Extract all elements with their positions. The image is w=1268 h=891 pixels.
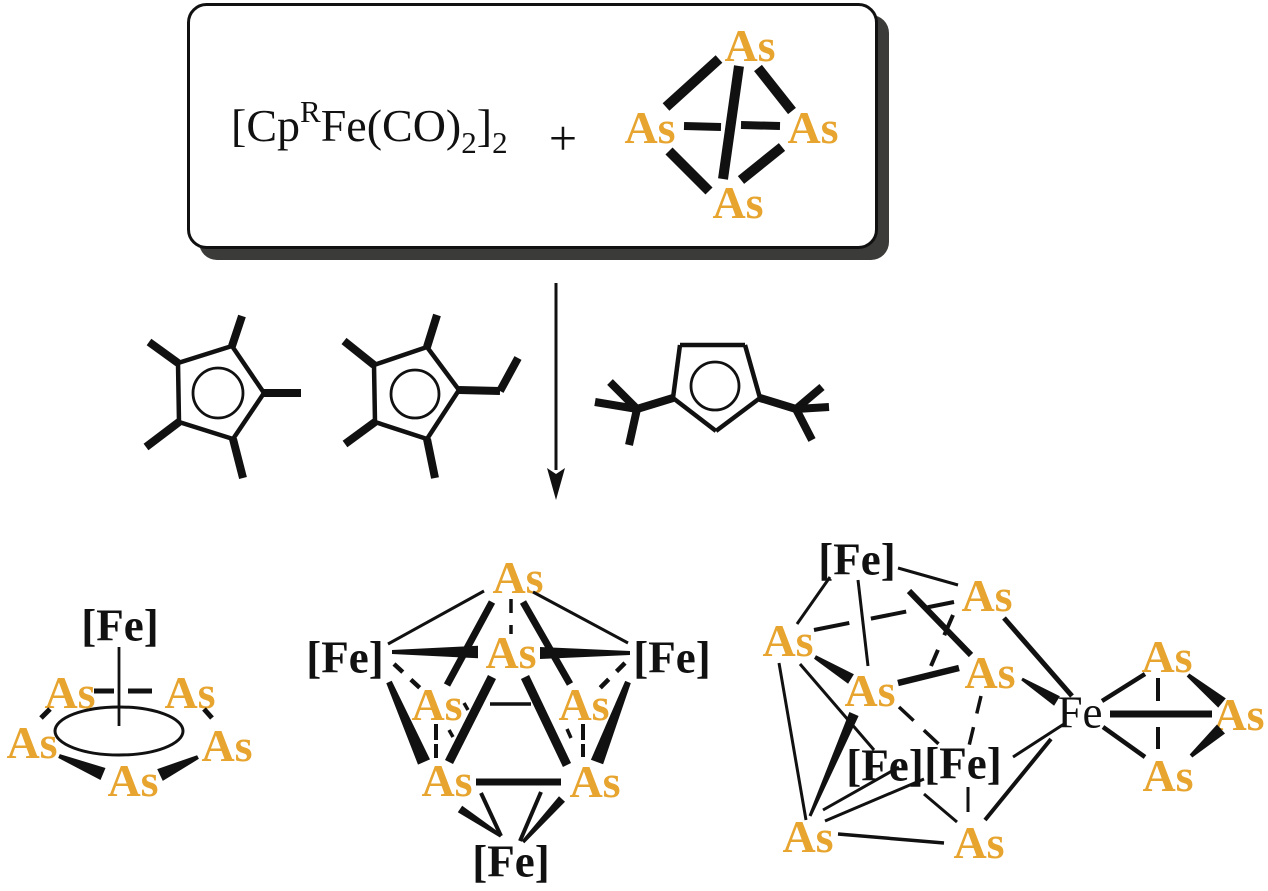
svg-text:As: As bbox=[107, 755, 158, 806]
svg-text:As: As bbox=[624, 102, 675, 153]
svg-text:As: As bbox=[844, 665, 895, 716]
svg-text:[Fe]: [Fe] bbox=[472, 837, 549, 886]
svg-text:As: As bbox=[44, 667, 95, 718]
svg-text:As: As bbox=[485, 627, 536, 678]
svg-text:As: As bbox=[964, 647, 1015, 698]
svg-text:As: As bbox=[953, 817, 1004, 868]
svg-text:[Fe]: [Fe] bbox=[306, 633, 383, 683]
svg-text:As: As bbox=[492, 552, 543, 603]
svg-text:As: As bbox=[6, 717, 57, 768]
svg-text:Fe: Fe bbox=[1058, 688, 1103, 738]
svg-text:As: As bbox=[787, 102, 838, 153]
svg-text:As: As bbox=[1141, 631, 1192, 682]
svg-text:As: As bbox=[961, 570, 1012, 621]
svg-text:As: As bbox=[762, 615, 813, 666]
svg-text:As: As bbox=[1142, 750, 1193, 801]
svg-text:[Fe]: [Fe] bbox=[81, 601, 158, 651]
svg-text:[Fe]: [Fe] bbox=[818, 535, 895, 585]
svg-text:[Fe]: [Fe] bbox=[846, 741, 923, 791]
svg-text:[Fe]: [Fe] bbox=[924, 739, 1001, 789]
svg-text:[Fe]: [Fe] bbox=[633, 633, 710, 683]
svg-text:As: As bbox=[712, 177, 763, 228]
svg-text:As: As bbox=[569, 756, 620, 807]
svg-text:As: As bbox=[201, 720, 252, 771]
svg-text:As: As bbox=[782, 811, 833, 862]
svg-text:As: As bbox=[421, 755, 472, 806]
svg-text:+: + bbox=[549, 110, 577, 166]
svg-text:As: As bbox=[724, 20, 775, 71]
